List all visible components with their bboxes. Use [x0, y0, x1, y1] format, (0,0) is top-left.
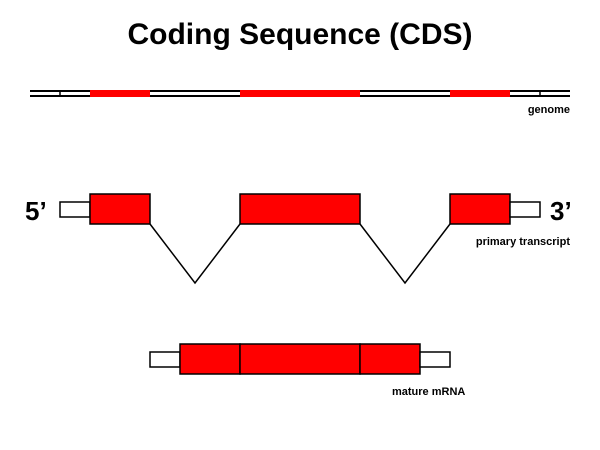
transcript-exon-3	[449, 193, 511, 225]
transcript-exon-1	[89, 193, 151, 225]
mrna-exon-3	[359, 343, 421, 375]
genome-label: genome	[528, 104, 570, 116]
genome-exon-1	[90, 90, 150, 97]
transcript-utr-5	[59, 201, 91, 218]
mature-mrna-label: mature mRNA	[392, 386, 465, 398]
diagram-title: Coding Sequence (CDS)	[127, 18, 472, 51]
genome-exon-2	[240, 90, 360, 97]
mrna-utr-3	[419, 351, 451, 368]
mrna-exon-1	[179, 343, 241, 375]
transcript-exon-2	[239, 193, 361, 225]
three-prime-label: 3’	[550, 196, 572, 226]
genome-exon-3	[450, 90, 510, 97]
transcript-intron-2	[359, 223, 451, 285]
transcript-utr-3	[509, 201, 541, 218]
five-prime-label: 5’	[25, 196, 47, 226]
genome-track	[30, 90, 570, 97]
mrna-utr-5	[149, 351, 181, 368]
mrna-exon-2	[239, 343, 361, 375]
primary-transcript-track: 5’ 3’	[25, 193, 572, 285]
transcript-intron-1	[149, 223, 241, 285]
primary-transcript-label: primary transcript	[476, 236, 570, 248]
mature-mrna-track	[149, 343, 451, 375]
